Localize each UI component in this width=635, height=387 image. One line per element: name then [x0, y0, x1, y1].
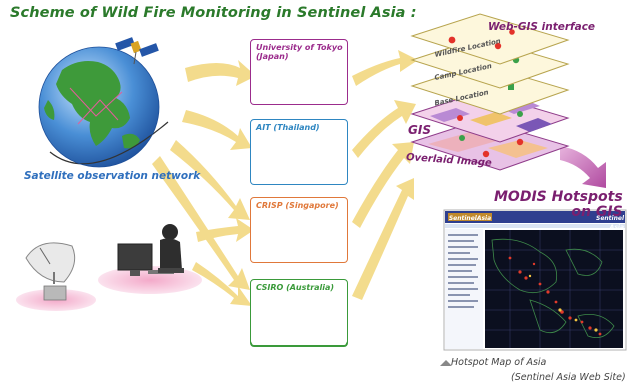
gis-label: GIS [408, 123, 431, 137]
arrow-csiro-to-gis [352, 178, 414, 300]
antenna-dish-icon [16, 242, 96, 311]
arrow-tokyo-to-gis [352, 50, 418, 86]
layer-wildfire-location [410, 13, 570, 65]
arrow-crisp-to-gis [352, 142, 414, 228]
satellite-icon [115, 37, 159, 65]
node-ait: AIT (Thailand) [251, 120, 347, 184]
arrow-gis-to-modis [560, 146, 606, 188]
caption-pointer-icon [440, 360, 452, 366]
node-csiro-label: CSIRO (Australia) [256, 283, 335, 292]
arrow-globe-to-crisp [170, 140, 250, 220]
node-ait-label: AIT (Thailand) [256, 123, 320, 132]
webgis-interface-label: Web-GIS interface [488, 21, 596, 33]
satellite-network-label: Satellite observation network [24, 170, 201, 182]
node-csiro: CSIRO (Australia) [251, 280, 347, 344]
arrow-operator-to-csiro [192, 262, 252, 306]
arrow-ait-to-gis [352, 100, 416, 158]
node-tokyo-label: University of Tokyo (Japan) [256, 43, 343, 61]
arrows-to-nodes [152, 60, 256, 306]
arrow-globe-to-ait [182, 110, 252, 150]
screenshot-site-name: Sentinel Asia [596, 215, 624, 231]
screenshot-brand-logo: SentinelAsia [448, 215, 492, 222]
node-tokyo: University of Tokyo (Japan) [251, 40, 347, 104]
hotspot-map-caption: Hotspot Map of Asia [451, 357, 547, 368]
globe-icon [38, 46, 169, 168]
hotspot-icon [482, 150, 490, 158]
gis-layer-stack [410, 13, 570, 171]
diagram-title: Scheme of Wild Fire Monitoring in Sentin… [10, 5, 417, 21]
node-crisp: CRISP (Singapore) [251, 198, 347, 262]
arrow-operator-to-crisp [196, 218, 254, 242]
hotspot-map-source: (Sentinel Asia Web Site) [511, 372, 626, 383]
arrow-globe-to-csiro [152, 156, 250, 290]
operator-workstation-icon [98, 224, 202, 294]
arrow-globe-to-tokyo [185, 60, 256, 86]
modis-web-screenshot [443, 209, 627, 351]
arrows-to-gis [352, 50, 418, 300]
node-crisp-label: CRISP (Singapore) [256, 201, 339, 210]
